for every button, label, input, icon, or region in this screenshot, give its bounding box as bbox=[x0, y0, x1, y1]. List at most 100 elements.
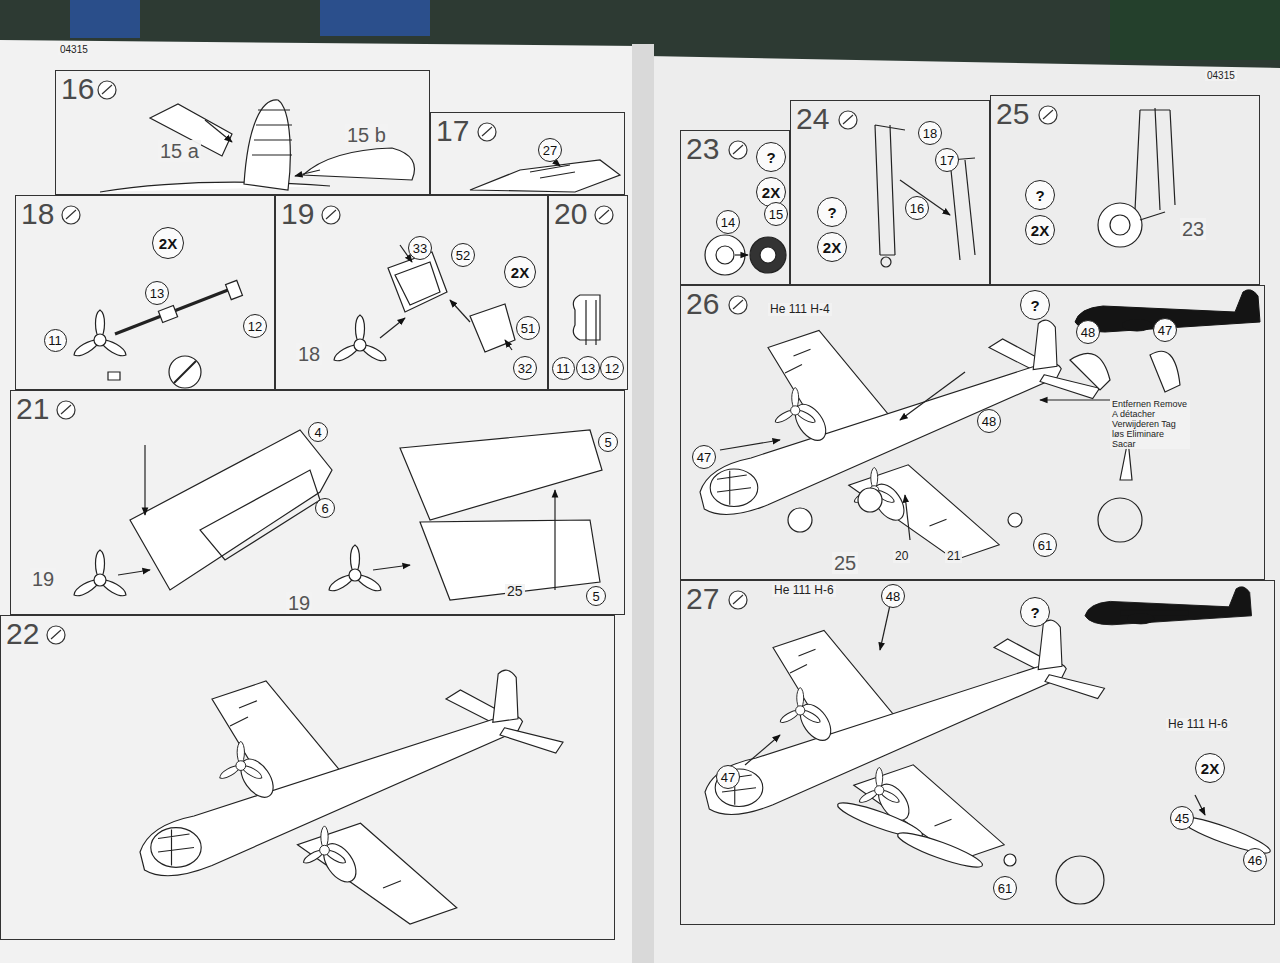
step-26-art bbox=[788, 508, 812, 532]
step-number: 24 bbox=[796, 104, 829, 134]
step-18-art bbox=[169, 356, 201, 388]
step-21-art bbox=[400, 430, 602, 520]
callout-number: 6 bbox=[321, 502, 328, 515]
callout-number: ? bbox=[766, 150, 775, 165]
part-label: 15 b bbox=[345, 124, 388, 146]
step-27-art bbox=[895, 827, 985, 873]
glue-icon bbox=[51, 85, 1053, 639]
part-label: He 111 H-6 bbox=[772, 584, 836, 597]
part-callout: 45 bbox=[1170, 806, 1194, 830]
callout-number: 47 bbox=[697, 451, 711, 464]
callout-number: 12 bbox=[605, 362, 619, 375]
part-label: 19 bbox=[30, 568, 56, 590]
step-16-art bbox=[295, 170, 320, 176]
part-label: 23 bbox=[1180, 218, 1206, 240]
step-19-art bbox=[380, 318, 405, 338]
booklet-pages bbox=[646, 56, 1280, 963]
part-label: 25 bbox=[832, 552, 858, 574]
part-label: 18 bbox=[296, 343, 322, 365]
step-27-art bbox=[705, 587, 1273, 904]
part-callout: 6 bbox=[315, 498, 335, 518]
step-27-art bbox=[1056, 856, 1104, 904]
step-18-art bbox=[158, 306, 177, 323]
booklet-pages bbox=[0, 40, 1280, 963]
step-17-art bbox=[470, 160, 620, 192]
callout-number: 2X bbox=[762, 185, 780, 200]
step-number: 18 bbox=[21, 199, 54, 229]
part-label: 04315 bbox=[58, 44, 90, 55]
callout-number: 2X bbox=[823, 240, 841, 255]
part-callout: ? bbox=[1020, 597, 1050, 627]
callout-number: ? bbox=[1030, 298, 1039, 313]
step-21-art bbox=[420, 520, 600, 600]
part-callout: 27 bbox=[538, 138, 562, 162]
step-16-art bbox=[252, 110, 292, 155]
glue-icon bbox=[47, 81, 1057, 644]
part-callout: 5 bbox=[598, 432, 618, 452]
step-18-art bbox=[108, 372, 120, 380]
step-panel: 20 11 13 12 bbox=[548, 195, 628, 390]
step-number: 16 bbox=[61, 74, 94, 104]
callout-number: ? bbox=[1030, 605, 1039, 620]
step-panel: 22 bbox=[0, 615, 615, 940]
part-callout: 4 bbox=[308, 422, 328, 442]
step-21-art bbox=[118, 570, 150, 575]
callout-number: 47 bbox=[721, 771, 735, 784]
step-26-art bbox=[905, 495, 910, 540]
step-26-art bbox=[1150, 351, 1180, 392]
part-label: Entfernen Remove A détacher Verwijderen … bbox=[1110, 400, 1190, 449]
step-26-art bbox=[720, 440, 780, 450]
callout-number: 45 bbox=[1175, 812, 1189, 825]
step-26-art bbox=[1070, 353, 1110, 390]
part-label: 15 a bbox=[158, 140, 201, 162]
part-callout: 5 bbox=[586, 586, 606, 606]
step-25-art bbox=[1135, 108, 1175, 210]
part-callout: 13 bbox=[576, 356, 600, 380]
booklet-pages bbox=[632, 44, 654, 963]
step-24-art bbox=[875, 125, 975, 267]
step-23-art bbox=[750, 237, 786, 273]
part-callout: 32 bbox=[513, 356, 537, 380]
step-panel: 214655 bbox=[10, 390, 625, 615]
part-callout: 48 bbox=[881, 584, 905, 608]
callout-number: 2X bbox=[511, 265, 529, 280]
step-23-art bbox=[760, 247, 776, 263]
step-21-art bbox=[144, 445, 145, 515]
step-23-art bbox=[705, 235, 786, 275]
step-number: 19 bbox=[281, 199, 314, 229]
part-callout: 17 bbox=[935, 148, 959, 172]
table-background bbox=[1110, 0, 1280, 60]
step-19-art bbox=[450, 300, 470, 322]
step-26-art bbox=[700, 320, 1100, 560]
step-18-art bbox=[115, 290, 228, 334]
callout-number: 11 bbox=[556, 362, 570, 375]
step-number: 25 bbox=[996, 99, 1029, 129]
step-23-art bbox=[716, 246, 734, 264]
part-callout: 33 bbox=[408, 236, 432, 260]
callout-number: 52 bbox=[456, 249, 470, 262]
step-panel: 27?4847612X4546 bbox=[680, 580, 1275, 925]
callout-number: 32 bbox=[518, 362, 532, 375]
step-number: 22 bbox=[6, 619, 39, 649]
part-label: He 111 H-4 bbox=[768, 303, 832, 316]
step-16-art bbox=[244, 100, 290, 190]
callout-number: 16 bbox=[910, 202, 924, 215]
callout-number: 13 bbox=[581, 362, 595, 375]
step-26-art bbox=[700, 290, 1260, 560]
step-number: 20 bbox=[554, 199, 587, 229]
part-callout: 18 bbox=[918, 121, 942, 145]
table-background bbox=[320, 0, 430, 36]
callout-number: 14 bbox=[721, 216, 735, 229]
part-callout: 11 bbox=[44, 329, 67, 352]
callout-number: 18 bbox=[923, 127, 937, 140]
step-19-art bbox=[388, 252, 447, 312]
part-label: 21 bbox=[945, 550, 962, 563]
part-callout: 13 bbox=[145, 281, 169, 305]
part-callout: 46 bbox=[1243, 848, 1267, 872]
step-24-art bbox=[875, 125, 905, 255]
callout-number: ? bbox=[1035, 188, 1044, 203]
step-21-art bbox=[373, 565, 410, 570]
callout-number: 2X bbox=[1031, 223, 1049, 238]
step-number: 26 bbox=[686, 289, 719, 319]
part-callout: 15 bbox=[764, 202, 788, 226]
